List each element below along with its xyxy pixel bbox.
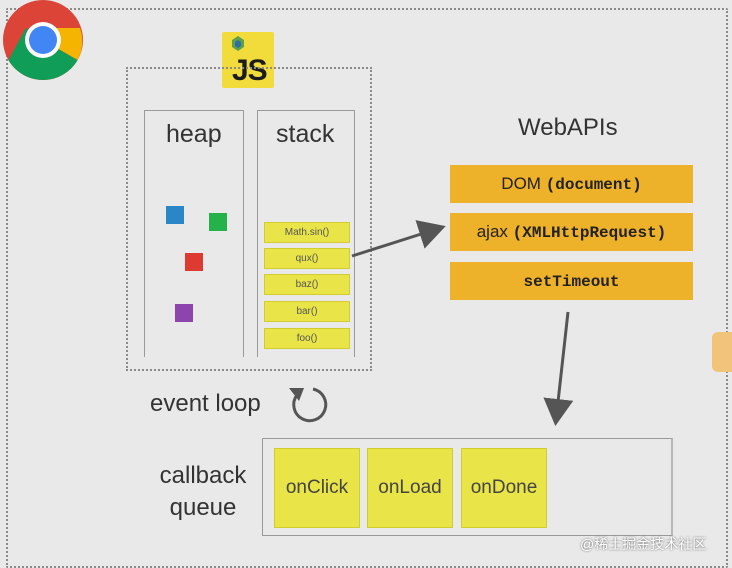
stack-to-webapi-arrow bbox=[351, 220, 446, 258]
js-engine-container bbox=[126, 67, 372, 371]
stack-frame: foo() bbox=[264, 328, 350, 349]
callback-queue-label: callback queue bbox=[148, 460, 258, 524]
webapi-to-queue-arrow bbox=[543, 311, 574, 426]
callback-item: onLoad bbox=[367, 448, 453, 528]
event-loop-label: event loop bbox=[150, 390, 261, 417]
callback-queue-container bbox=[262, 438, 673, 536]
stack-frame: Math.sin() bbox=[264, 222, 350, 243]
webapi-ajax-code: (XMLHttpRequest) bbox=[512, 224, 667, 242]
stack-frame: baz() bbox=[264, 274, 350, 295]
webapi-dom: DOM (document) bbox=[450, 165, 693, 203]
stack-panel bbox=[257, 110, 355, 357]
heap-object-purple bbox=[175, 304, 193, 322]
heap-object-red bbox=[185, 253, 203, 271]
node-leaf-icon bbox=[232, 36, 244, 51]
chrome-logo-icon bbox=[3, 0, 83, 80]
callback-queue-label-line1: callback bbox=[159, 462, 247, 489]
callback-item: onDone bbox=[461, 448, 547, 528]
stack-frame: bar() bbox=[264, 301, 350, 322]
heap-title: heap bbox=[166, 120, 222, 148]
webapis-title: WebAPIs bbox=[518, 114, 618, 141]
heap-object-blue bbox=[166, 206, 184, 224]
stack-frame: qux() bbox=[264, 248, 350, 269]
webapi-dom-label: DOM bbox=[501, 174, 546, 193]
hand-icon bbox=[712, 332, 732, 372]
event-loop-icon bbox=[289, 387, 328, 423]
watermark: @稀土掘金技术社区 bbox=[580, 536, 707, 552]
heap-object-green bbox=[209, 213, 227, 231]
webapi-ajax: ajax (XMLHttpRequest) bbox=[450, 213, 693, 251]
webapi-settimeout: setTimeout bbox=[450, 262, 693, 300]
webapi-ajax-label: ajax bbox=[476, 222, 513, 241]
heap-panel bbox=[144, 110, 244, 357]
js-logo-text: JS bbox=[232, 54, 268, 87]
callback-queue-label-line2: queue bbox=[169, 494, 237, 521]
webapi-dom-code: (document) bbox=[545, 176, 642, 194]
js-logo bbox=[222, 32, 274, 88]
stack-title: stack bbox=[276, 120, 335, 148]
callback-item: onClick bbox=[274, 448, 360, 528]
webapi-settimeout-code: setTimeout bbox=[523, 273, 620, 291]
